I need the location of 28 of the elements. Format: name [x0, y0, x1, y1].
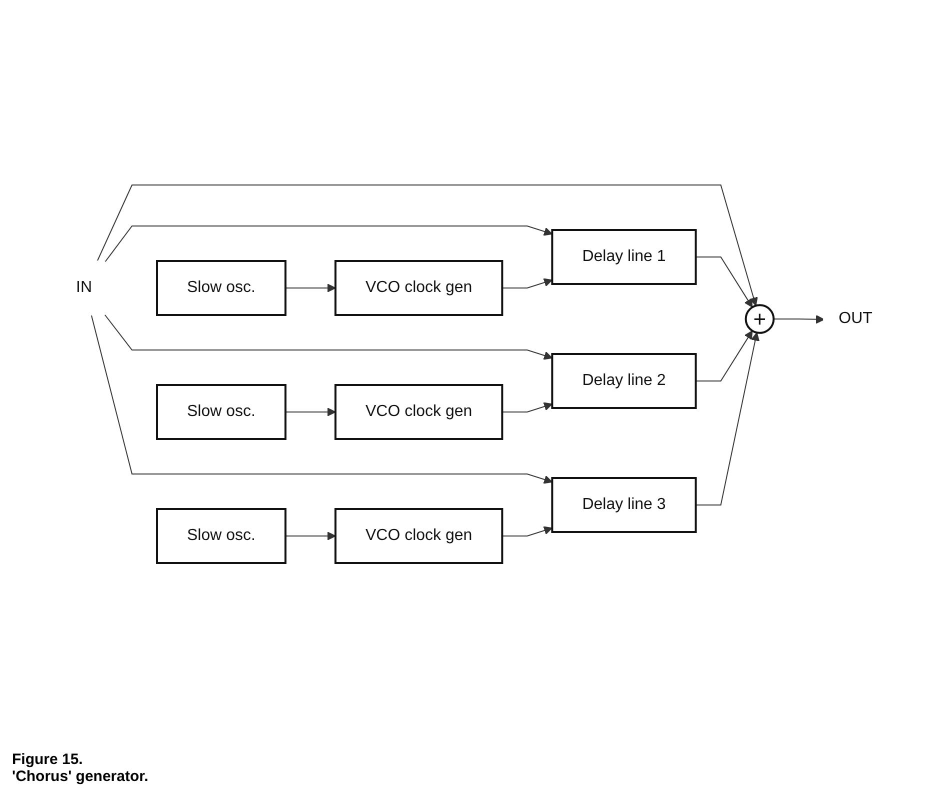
- figure-caption: 'Chorus' generator.: [12, 768, 150, 785]
- arrow: [285, 407, 336, 416]
- node-text: IN: [76, 278, 92, 296]
- node-box: Delay line 2: [551, 352, 698, 408]
- arrow: [773, 314, 825, 324]
- arrow: [696, 256, 753, 308]
- arrow: [696, 330, 753, 381]
- node-box: VCO clock gen: [334, 508, 504, 564]
- arrow: [502, 402, 553, 412]
- arrow: [285, 283, 336, 292]
- arrow: [502, 278, 553, 288]
- arrow: [104, 314, 553, 360]
- node-box: Delay line 3: [551, 476, 698, 532]
- node-box: Slow osc.: [156, 260, 287, 316]
- arrow: [96, 184, 758, 306]
- node-box: VCO clock gen: [334, 260, 504, 316]
- arrow: [285, 531, 336, 540]
- node-box: VCO clock gen: [334, 384, 504, 440]
- arrow: [696, 332, 760, 505]
- arrow: [104, 225, 553, 262]
- node-text: OUT: [838, 310, 873, 326]
- arrow: [91, 314, 553, 484]
- node-box: Slow osc.: [156, 384, 287, 440]
- arrow: [502, 526, 553, 536]
- node-circle: +: [745, 304, 775, 334]
- figure-title: Figure 15.: [12, 751, 84, 768]
- node-box: Delay line 1: [551, 228, 698, 284]
- node-box: Slow osc.: [156, 508, 287, 564]
